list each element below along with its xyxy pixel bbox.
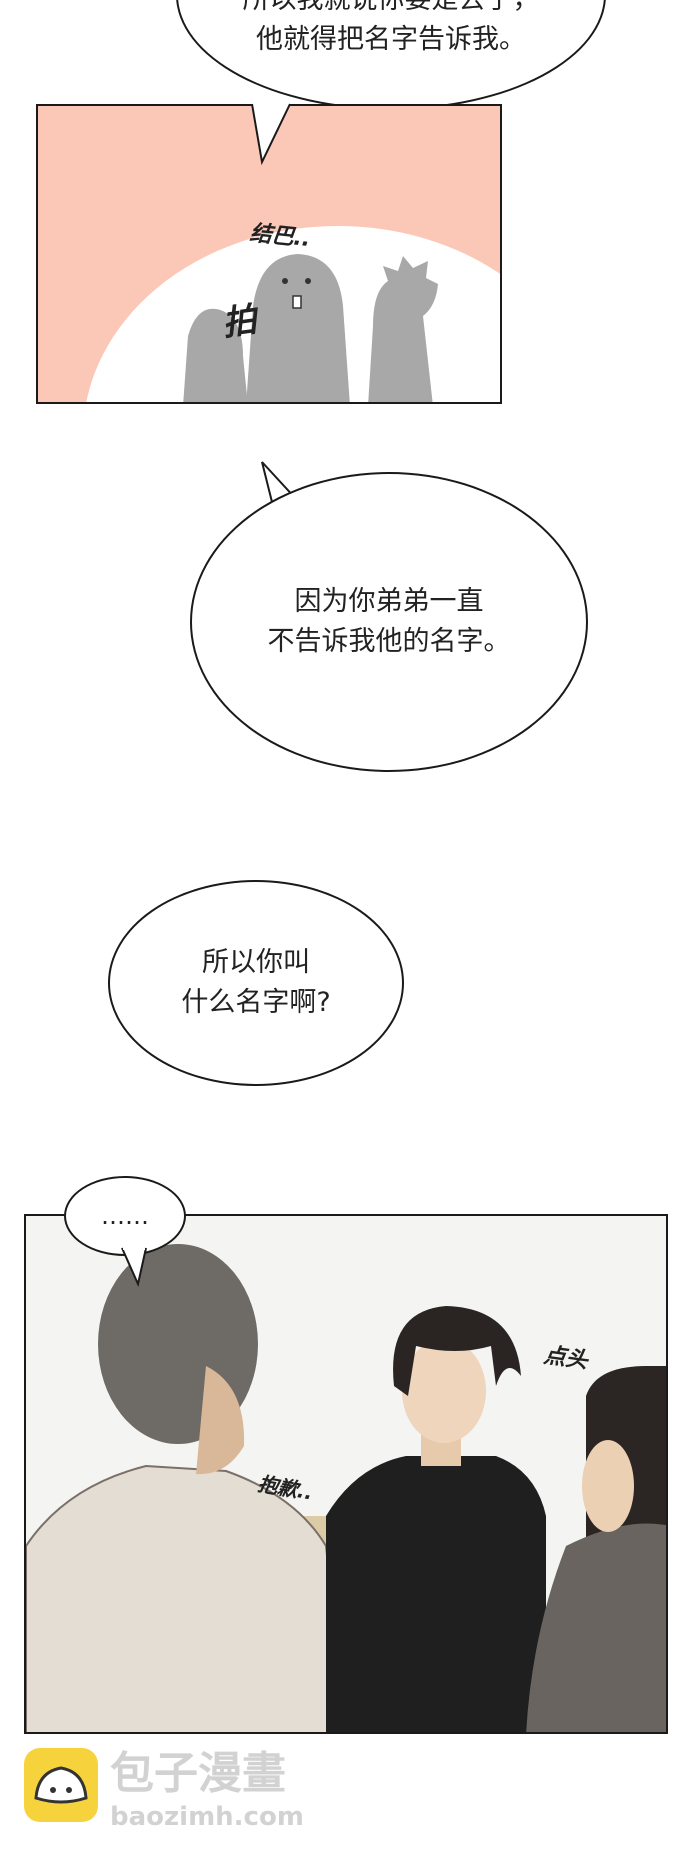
bubble-dots-tail <box>121 1244 147 1288</box>
panel-1-art <box>86 226 500 402</box>
bun-logo-icon <box>24 1748 98 1822</box>
bubble-middle-line-2: 不告诉我他的名字。 <box>267 626 511 657</box>
man-shirt <box>26 1464 347 1732</box>
silhouette-spiky <box>368 256 438 402</box>
bubble-left-line-2: 什么名字啊? <box>181 987 331 1018</box>
bubble-left-line-1: 所以你叫 <box>202 947 310 978</box>
bubble-top-line-1: 所以我就说你要是去了， <box>243 0 540 20</box>
bubble-top-tail <box>251 103 291 166</box>
watermark-url: baozimh.com <box>110 1802 304 1832</box>
sfx-nod: 点头 <box>542 1343 590 1374</box>
silhouette-small <box>183 308 248 402</box>
watermark: 包子漫畫 baozimh.com <box>24 1748 424 1838</box>
speech-bubble-left: 所以你叫 什么名字啊? <box>108 880 404 1086</box>
watermark-brand: 包子漫畫 <box>110 1748 286 1799</box>
speech-bubble-top: 所以我就说你要是去了， 他就得把名字告诉我。 <box>176 0 606 110</box>
bubble-middle-line-1: 因为你弟弟一直 <box>294 586 484 617</box>
woman-hair <box>393 1306 521 1396</box>
woman-black-shirt <box>326 1456 546 1732</box>
bubble-top-line-2: 他就得把名字告诉我。 <box>256 24 526 55</box>
sfx-pat: 拍 <box>219 299 260 345</box>
speech-bubble-middle: 因为你弟弟一直 不告诉我他的名字。 <box>190 472 588 772</box>
sfx-stutter: 结巴.. <box>248 220 312 253</box>
woman-face <box>402 1339 486 1443</box>
panel-2-art <box>26 1244 666 1732</box>
silhouette-round <box>246 254 350 402</box>
bubble-dots-text: …… <box>101 1202 149 1230</box>
panel-characters: 点头 抱歉.. <box>24 1214 668 1734</box>
panel-silhouettes: 结巴.. 拍 <box>36 104 502 404</box>
